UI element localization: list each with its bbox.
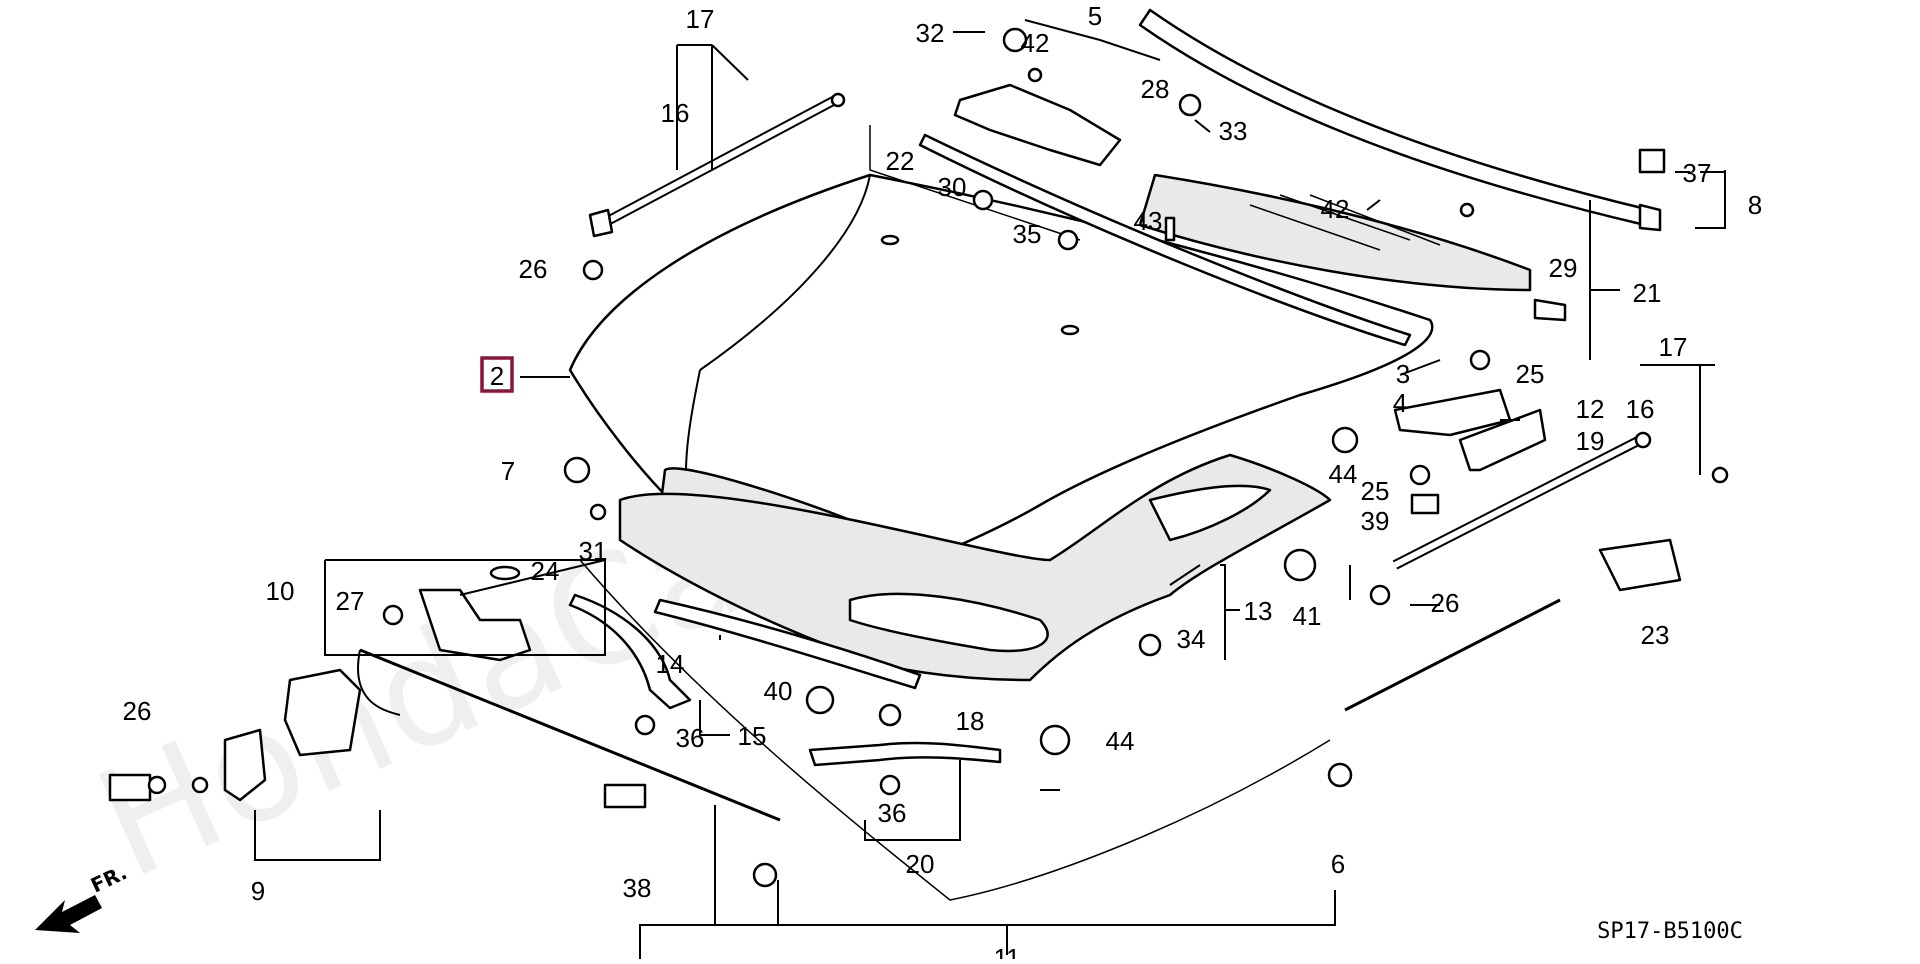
hood-latch [108, 668, 362, 802]
label-13: 13 [1244, 596, 1273, 626]
highlighted-part-2[interactable]: 2 [480, 356, 514, 393]
label-35: 35 [1013, 219, 1042, 249]
label-23: 23 [1641, 620, 1670, 650]
label-24: 24 [531, 556, 560, 586]
label-12: 12 [1576, 394, 1605, 424]
label-34: 34 [1177, 624, 1206, 654]
hood-seals [568, 593, 1002, 767]
cowl-panel [1138, 173, 1567, 322]
label-41: 41 [1293, 601, 1322, 631]
hood-insulator [618, 453, 1332, 682]
label-4: 4 [1393, 388, 1407, 418]
label-15: 15 [738, 721, 767, 751]
label-40: 40 [764, 676, 793, 706]
label-8: 8 [1748, 190, 1762, 220]
label-20: 20 [906, 849, 935, 879]
label-25: 25 [1516, 359, 1545, 389]
label-16: 16 [661, 98, 690, 128]
label-6: 6 [1331, 849, 1345, 879]
label-27: 27 [336, 586, 365, 616]
weatherstrip [1138, 8, 1662, 232]
label-25b: 25 [1361, 476, 1390, 506]
label-11: 11 [994, 943, 1021, 959]
label-9: 9 [251, 876, 265, 906]
hood-seal-strip [869, 125, 1412, 347]
label-5: 5 [1088, 1, 1102, 31]
label-17b: 17 [1659, 332, 1688, 362]
label-18: 18 [956, 706, 985, 736]
label-14: 14 [656, 649, 685, 679]
drawing-code: SP17-B5100C [1597, 919, 1743, 944]
label-26: 26 [519, 254, 548, 284]
front-direction-indicator: FR. [35, 860, 131, 933]
label-44b: 44 [1106, 726, 1135, 756]
label-26c: 26 [123, 696, 152, 726]
fasteners [147, 27, 1729, 888]
hood-strut-left [588, 92, 846, 238]
label-31: 31 [579, 536, 608, 566]
label-30: 30 [938, 172, 967, 202]
label-2: 2 [490, 361, 504, 391]
label-42: 42 [1021, 28, 1050, 58]
label-26b: 26 [1431, 588, 1460, 618]
label-42b: 42 [1321, 194, 1350, 224]
label-33: 33 [1219, 116, 1248, 146]
label-37: 37 [1683, 158, 1712, 188]
hood-strut-right [1392, 431, 1652, 570]
label-44: 44 [1329, 459, 1358, 489]
label-38: 38 [623, 873, 652, 903]
cowl-bracket [953, 83, 1122, 167]
label-28: 28 [1141, 74, 1170, 104]
label-19: 19 [1576, 426, 1605, 456]
label-10: 10 [266, 576, 295, 606]
label-7: 7 [501, 456, 515, 486]
front-arrow-icon [35, 895, 102, 933]
label-36: 36 [676, 723, 705, 753]
hood-hinge [1393, 388, 1547, 472]
label-17: 17 [686, 4, 715, 34]
label-21: 21 [1633, 278, 1662, 308]
label-16b: 16 [1626, 394, 1655, 424]
label-22: 22 [886, 146, 915, 176]
label-39: 39 [1361, 506, 1390, 536]
label-29: 29 [1549, 253, 1578, 283]
label-32: 32 [916, 18, 945, 48]
label-43: 43 [1134, 206, 1163, 236]
label-3: 3 [1396, 359, 1410, 389]
leader-lines [254, 19, 1726, 960]
label-36b: 36 [878, 798, 907, 828]
